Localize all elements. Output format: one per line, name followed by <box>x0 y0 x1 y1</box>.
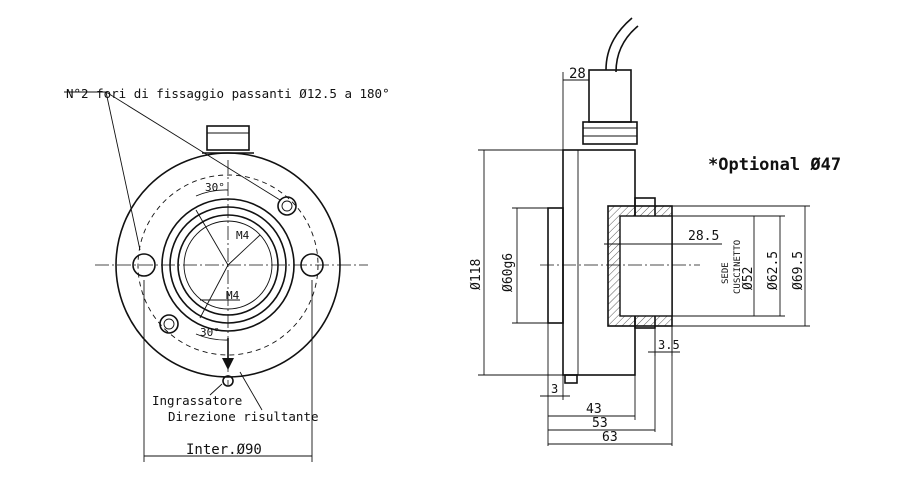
thread-top-label: M4 <box>236 229 250 242</box>
dim-28-5-label: 28.5 <box>688 229 719 244</box>
dim-63-label: 63 <box>602 430 618 445</box>
optional-label: *Optional Ø47 <box>708 155 841 175</box>
side-connector-nut <box>582 121 638 145</box>
grease-leader <box>209 383 223 396</box>
cable-left <box>605 17 633 71</box>
bearing-bore <box>619 215 673 317</box>
holes-leader-2 <box>105 91 281 201</box>
connector-block <box>206 125 250 151</box>
thread-hole-top-inner <box>281 200 293 212</box>
thread-hole-bottom <box>159 314 179 334</box>
direction-label: Direzione risultante <box>168 409 319 424</box>
fixing-hole-right <box>300 253 324 277</box>
inner-ring-2 <box>177 214 279 316</box>
inner-ring-outer <box>161 198 295 332</box>
thread-hole-bottom-inner <box>163 318 175 330</box>
side-connector <box>588 69 632 123</box>
bore-circle <box>183 220 273 310</box>
direction-arrow-head <box>222 358 234 370</box>
dim-69-5-label: Ø69.5 <box>791 251 806 290</box>
thread-hole-top <box>277 196 297 216</box>
dim-52-label: Ø52 <box>741 267 756 290</box>
inter-circle <box>137 174 319 356</box>
angle-line-bottom <box>199 264 229 319</box>
dim-118-label: Ø118 <box>469 259 484 290</box>
angle-top-label: 30° <box>205 181 225 194</box>
holes-leader <box>64 91 141 251</box>
direction-leader <box>239 371 263 411</box>
dim-53-label: 53 <box>592 416 608 431</box>
dim-28-label: 28 <box>569 66 586 82</box>
grease-nipple <box>222 375 234 387</box>
hub-spigot <box>547 207 564 324</box>
grease-label: Ingrassatore <box>152 393 242 408</box>
front-view <box>64 91 368 462</box>
thread-bottom-label: M4 <box>226 289 240 302</box>
cuscinetto-label: CUSCINETTO <box>733 240 743 294</box>
dim-43-label: 43 <box>586 402 602 417</box>
dim-62-5-label: Ø62.5 <box>766 251 781 290</box>
inner-ring-1 <box>169 206 287 324</box>
angle-bottom-label: 30° <box>200 326 220 339</box>
leader-m4-top <box>227 234 261 266</box>
dim-3-label: 3 <box>551 382 558 396</box>
dim-60g6-label: Ø60g6 <box>501 253 516 292</box>
side-grease-nipple <box>564 374 578 384</box>
arc-top <box>195 189 229 197</box>
fixing-hole-left <box>132 253 156 277</box>
angle-line-top <box>195 209 229 266</box>
side-view <box>478 17 810 446</box>
dim-3-5-label: 3.5 <box>658 338 680 352</box>
inter-label: Inter.Ø90 <box>186 442 262 458</box>
sede-label: SEDE <box>721 262 731 284</box>
arc-bottom <box>195 333 229 341</box>
holes-note: N°2 fori di fissaggio passanti Ø12.5 a 1… <box>66 86 390 101</box>
cable-right <box>615 25 639 73</box>
